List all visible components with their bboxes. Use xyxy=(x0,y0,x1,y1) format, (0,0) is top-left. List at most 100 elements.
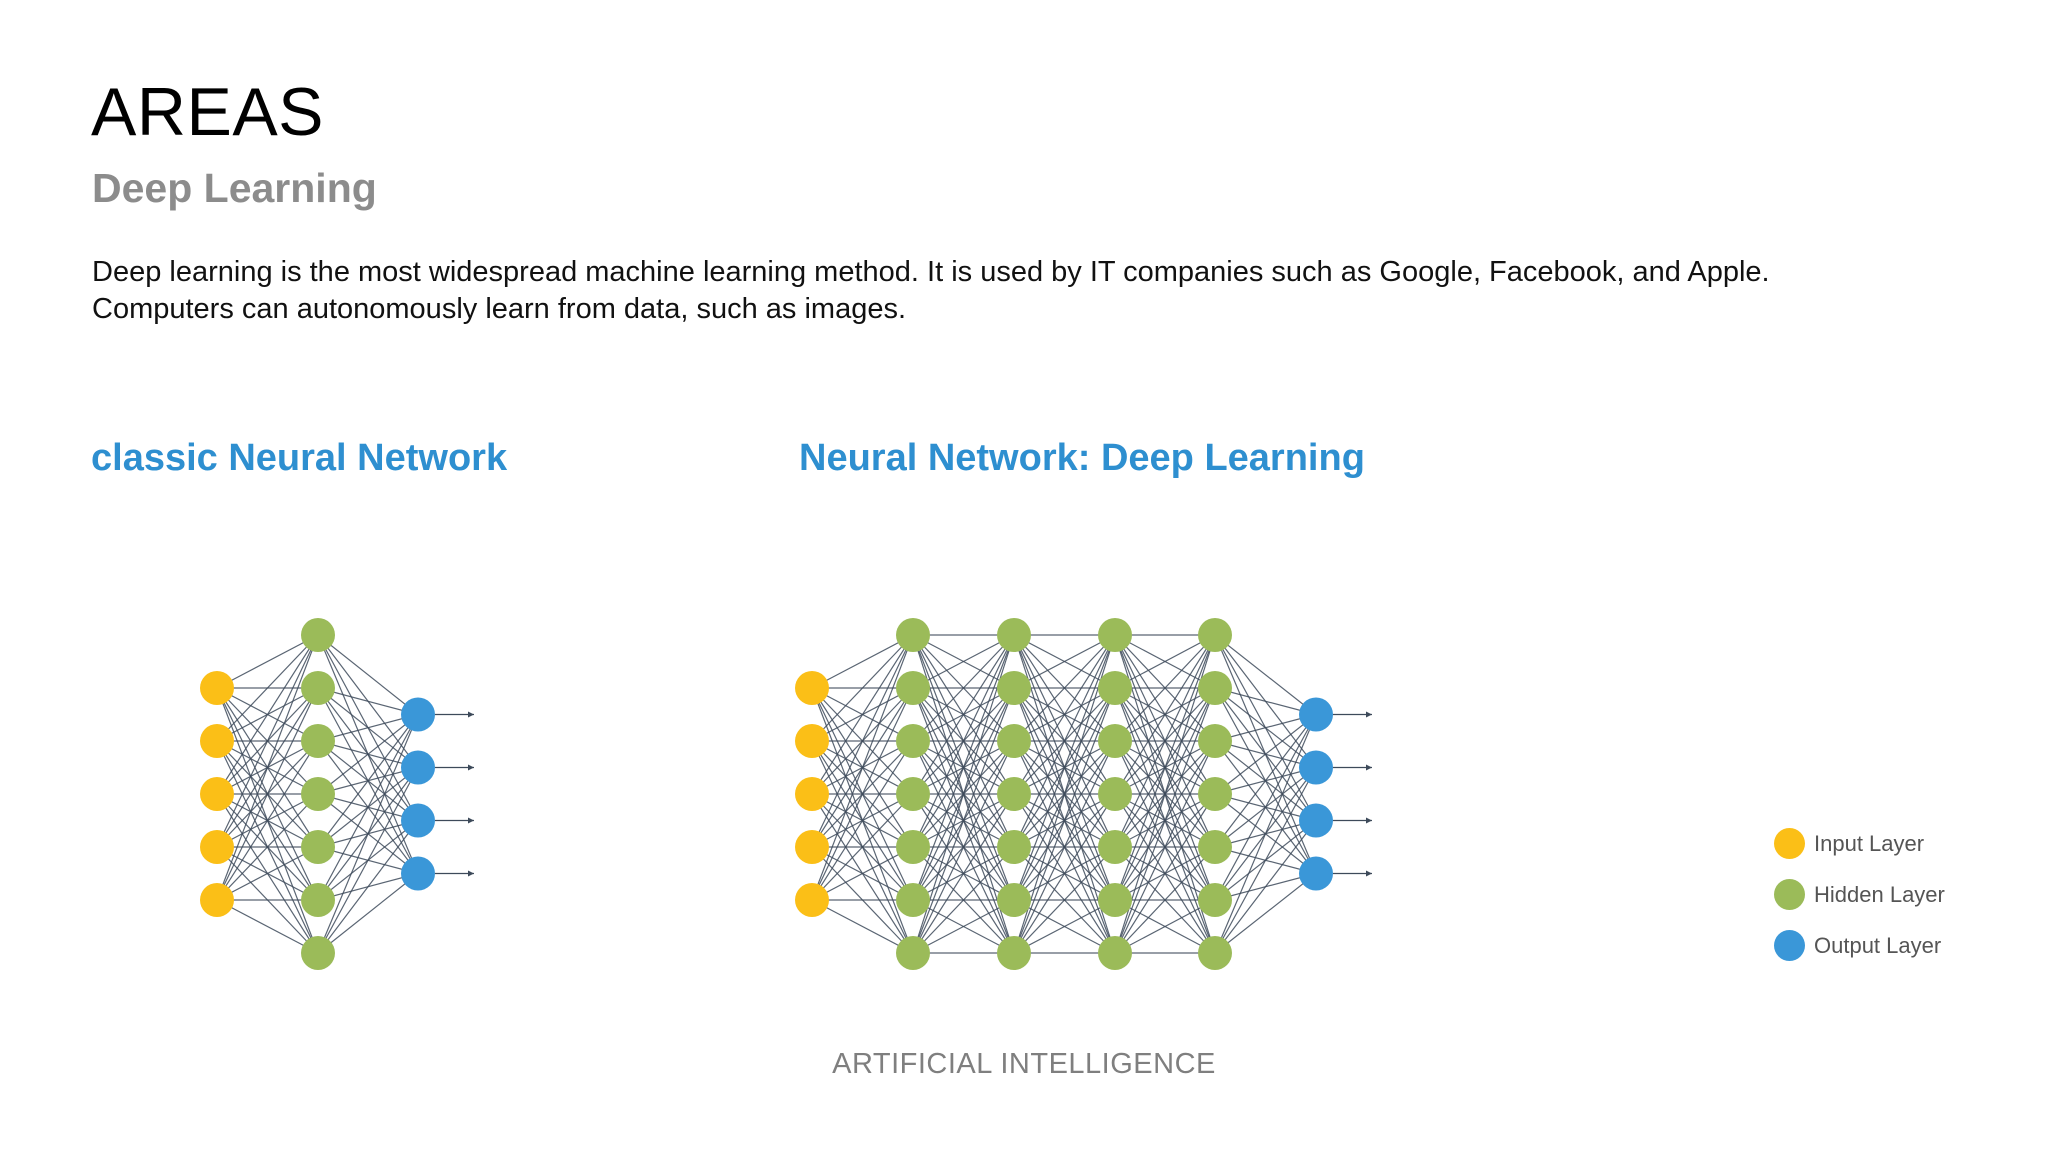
legend-label-hidden: Hidden Layer xyxy=(1814,882,1945,907)
deep-connection xyxy=(811,793,914,901)
classic-connection xyxy=(317,714,419,954)
classic-input-node xyxy=(200,830,234,864)
deep-connection xyxy=(912,634,1015,901)
deep-connection xyxy=(1114,634,1216,848)
deep-hidden-node xyxy=(997,830,1031,864)
deep-connection xyxy=(811,634,914,901)
deep-connection xyxy=(1214,820,1317,954)
classic-output-node xyxy=(401,697,435,732)
deep-input-node xyxy=(795,830,829,864)
page-title: AREAS xyxy=(91,74,325,150)
deep-connection xyxy=(1214,714,1317,795)
classic-connection xyxy=(216,634,319,742)
deep-connection xyxy=(1214,634,1317,715)
deep-hidden-node xyxy=(997,936,1031,970)
deep-connection xyxy=(912,899,1015,954)
deep-connection xyxy=(912,740,1015,954)
deep-network-diagram xyxy=(795,618,1372,970)
deep-input-node xyxy=(795,777,829,811)
classic-connection xyxy=(216,634,319,689)
deep-connection xyxy=(811,634,914,848)
deep-connection xyxy=(1013,846,1116,954)
deep-connection xyxy=(912,687,1015,954)
deep-hidden-node xyxy=(1098,777,1132,811)
deep-input-node xyxy=(795,883,829,917)
deep-connection xyxy=(1114,634,1216,795)
output-layer-swatch xyxy=(1774,930,1805,961)
classic-connection xyxy=(216,846,319,901)
deep-connection xyxy=(1214,713,1317,742)
deep-output-node xyxy=(1299,856,1333,891)
deep-nodes xyxy=(795,618,1333,970)
deep-hidden-node xyxy=(1198,724,1232,758)
description-line-1: Deep learning is the most widespread mac… xyxy=(92,256,1770,288)
deep-output-node xyxy=(1299,803,1333,838)
classic-input-node xyxy=(200,671,234,705)
deep-hidden-node xyxy=(1098,830,1132,864)
deep-connection xyxy=(1114,846,1216,954)
deep-connection xyxy=(1114,740,1216,954)
deep-hidden-node xyxy=(1198,936,1232,970)
deep-connection xyxy=(811,846,914,901)
deep-connection xyxy=(811,634,914,689)
classic-output-node xyxy=(401,803,435,838)
deep-hidden-node xyxy=(896,830,930,864)
classic-connection xyxy=(216,634,319,795)
deep-hidden-node xyxy=(1098,724,1132,758)
classic-output-node xyxy=(401,750,435,785)
deep-connection xyxy=(1114,899,1216,954)
deep-hidden-node xyxy=(997,777,1031,811)
deep-network-heading: Neural Network: Deep Learning xyxy=(799,437,1365,479)
deep-hidden-node xyxy=(896,777,930,811)
deep-connection xyxy=(1013,899,1116,954)
classic-connection xyxy=(216,634,319,901)
input-layer-swatch xyxy=(1774,828,1805,859)
deep-connection xyxy=(1214,714,1317,954)
classic-connection xyxy=(317,873,419,954)
deep-hidden-node xyxy=(896,936,930,970)
classic-connection xyxy=(216,634,319,848)
deep-hidden-node xyxy=(896,671,930,705)
deep-connection xyxy=(1013,634,1116,742)
deep-hidden-node xyxy=(896,724,930,758)
deep-hidden-node xyxy=(1198,777,1232,811)
classic-output-node xyxy=(401,856,435,891)
deep-hidden-node xyxy=(997,724,1031,758)
classic-nodes xyxy=(200,618,435,970)
deep-hidden-node xyxy=(1098,936,1132,970)
classic-connection xyxy=(317,714,419,848)
deep-connection xyxy=(811,634,914,742)
deep-input-node xyxy=(795,724,829,758)
classic-hidden-node xyxy=(301,671,335,705)
deep-hidden-node xyxy=(1198,671,1232,705)
deep-connection xyxy=(1114,634,1216,689)
deep-connection xyxy=(912,634,1015,689)
classic-hidden-node xyxy=(301,618,335,652)
legend-label-output: Output Layer xyxy=(1814,933,1942,958)
deep-connection xyxy=(912,793,1015,954)
deep-connection xyxy=(1013,634,1116,689)
deep-connection xyxy=(1013,634,1116,795)
deep-connection xyxy=(1114,634,1216,901)
classic-network-heading: classic Neural Network xyxy=(91,437,508,479)
deep-connection xyxy=(811,899,914,954)
classic-connection xyxy=(317,714,419,795)
deep-connection xyxy=(1214,767,1317,954)
deep-hidden-node xyxy=(1098,883,1132,917)
classic-connection xyxy=(317,687,419,716)
classic-hidden-node xyxy=(301,830,335,864)
footer-text: ARTIFICIAL INTELLIGENCE xyxy=(832,1048,1216,1080)
deep-connection xyxy=(1013,793,1116,954)
deep-hidden-node xyxy=(1098,671,1132,705)
deep-connection xyxy=(1114,687,1216,954)
classic-connections xyxy=(216,634,474,954)
deep-connection xyxy=(912,846,1015,954)
deep-connection xyxy=(912,634,1015,742)
description-line-2: Computers can autonomously learn from da… xyxy=(92,293,907,325)
deep-hidden-node xyxy=(1098,618,1132,652)
deep-connection xyxy=(1114,634,1216,742)
deep-output-node xyxy=(1299,750,1333,785)
deep-hidden-node xyxy=(896,618,930,652)
classic-connection xyxy=(216,899,319,954)
classic-input-node xyxy=(200,883,234,917)
